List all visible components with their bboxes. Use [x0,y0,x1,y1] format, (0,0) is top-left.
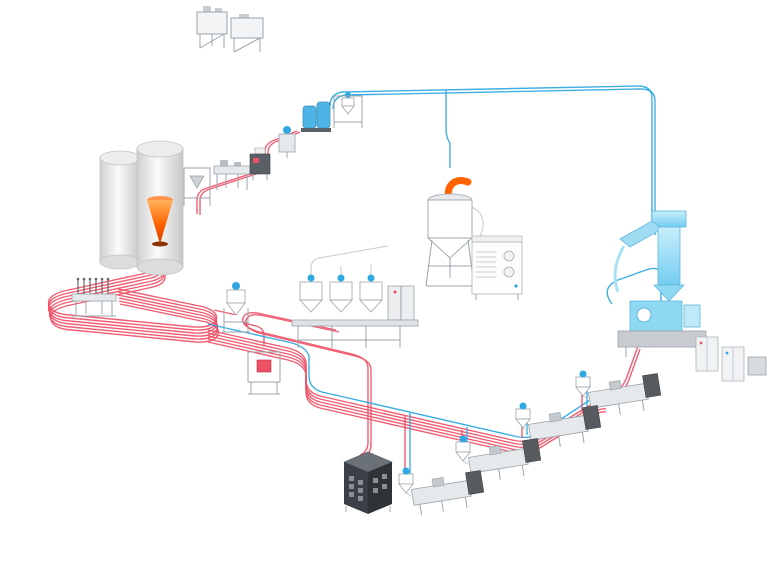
tower-column [657,226,681,286]
vacuum-branch-dryer [445,90,451,168]
hopper-valve-icon [337,274,345,282]
coupling-station [71,277,117,317]
vacuum-pump [301,101,331,132]
storage-silo-left [99,150,141,270]
auxiliary-machine [747,356,767,376]
receiver-valve-icon [232,282,240,290]
loader-valve-icon [283,126,291,134]
station-hopper [299,281,323,301]
granulator-accent [253,158,259,163]
mezzanine-frame-1 [196,6,228,49]
cabinet-vent-grid [349,474,387,501]
vacuum-main-top-run [329,85,656,236]
central-filter-cabinet [343,451,393,514]
machine-base [617,330,707,348]
dryer-fan-icon [503,250,515,262]
material-flow-cone [147,200,173,244]
drying-hopper [425,177,484,287]
granulator-unit [249,147,271,180]
frame-hopper-unit [183,167,211,206]
dehumidifier-dryer [471,235,523,300]
main-unit-port [636,307,652,323]
dosing-unit [247,351,281,395]
vacuum-run-extruders [207,323,591,439]
vacuum-hopper-small [222,282,250,333]
extruder-line-4 [398,467,487,517]
hopper-valve-icon [307,274,315,282]
prep-table [213,160,251,190]
small-loader-unit [278,126,296,158]
dryer-fan-icon [503,266,515,278]
hopper-valve-icon [367,274,375,282]
material-inlet-elbow [444,177,472,200]
hopper-station [291,245,419,348]
mezzanine-frame-2 [230,14,264,53]
storage-silo-right [136,140,184,276]
pelletizing-tower [613,210,767,382]
vacuum-receiver-station [333,92,363,128]
station-hopper [359,281,383,301]
tower-hopper [653,284,685,302]
dosing-box [256,359,272,373]
receiver-valve-icon [345,92,351,98]
station-hopper [329,281,353,301]
